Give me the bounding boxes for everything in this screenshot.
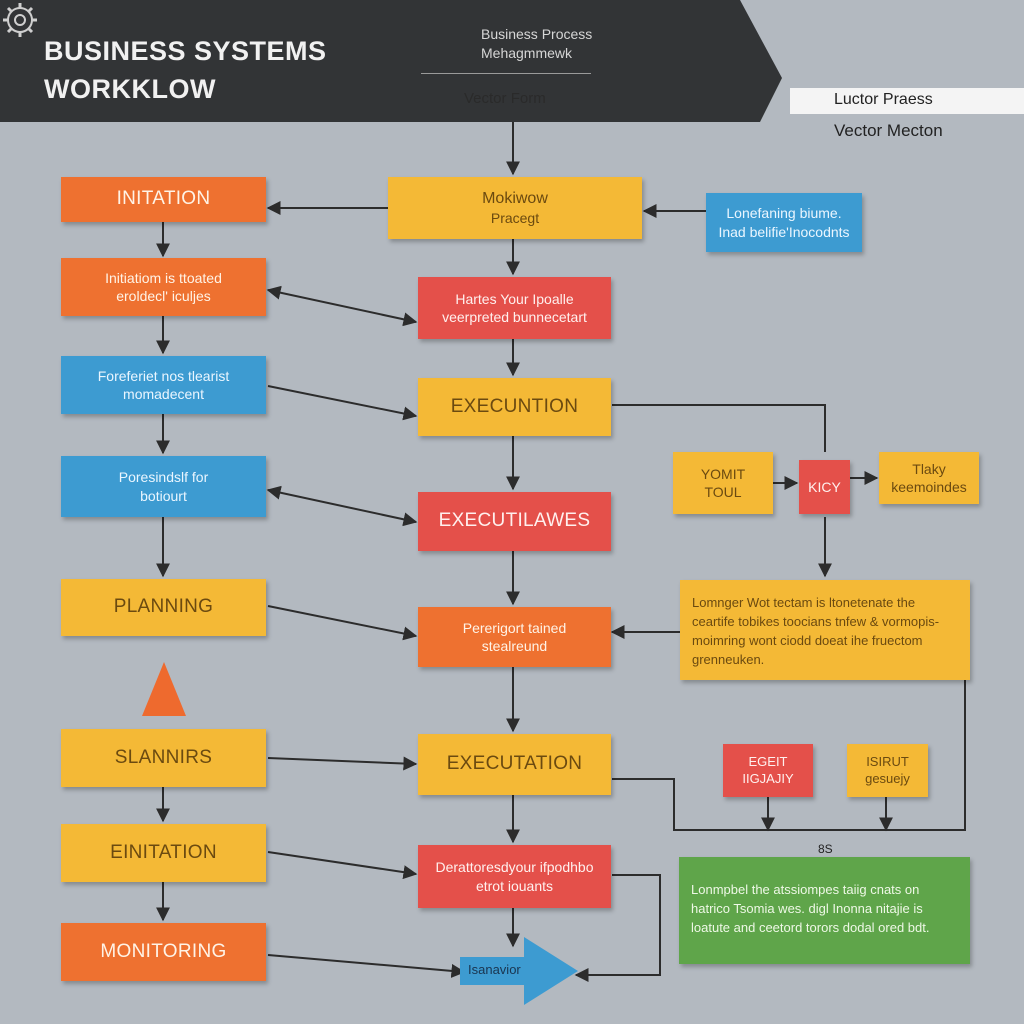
header-banner: BUSINESS SYSTEMS WORKKLOW Business Proce… — [0, 0, 1024, 122]
planning-step[interactable]: PLANNING — [61, 579, 266, 636]
header-subtitle: Vector Form — [464, 90, 546, 107]
monitoring-label: MONITORING — [100, 940, 227, 962]
execution-step-2[interactable]: EXECUTATION — [418, 734, 611, 795]
connector — [266, 285, 418, 327]
page-title: BUSINESS SYSTEMS WORKKLOW — [44, 32, 327, 108]
initiation-label: INITATION — [116, 188, 211, 210]
ribbon-sublabel: Vector Mecton — [834, 121, 943, 140]
kicy-box[interactable]: KICY — [799, 460, 850, 514]
step-number-label: 8S — [818, 842, 833, 856]
kicy-label: KICY — [808, 478, 841, 495]
connector — [267, 954, 466, 978]
notes-text: Lomnger Wot tectam is ltonetenate the ce… — [692, 595, 940, 667]
header-background — [0, 0, 782, 122]
slanners-label: SLANNIRS — [114, 746, 213, 768]
logo-divider — [421, 73, 591, 74]
title-line-2: WORKKLOW — [44, 74, 216, 104]
blue-arrow-icon[interactable] — [460, 937, 580, 1005]
logo-line-1: Business Process — [481, 26, 593, 42]
connector — [612, 680, 966, 831]
notes-box[interactable]: Lomnger Wot tectam is ltonetenate the ce… — [680, 580, 970, 680]
einitation-step[interactable]: EINITATION — [61, 824, 266, 882]
connector — [612, 404, 826, 452]
connector — [267, 385, 418, 421]
header-ribbon — [790, 88, 1024, 114]
gear-logo-icon — [3, 3, 37, 37]
executiawes-step[interactable]: EXECUTILAWES — [418, 492, 611, 551]
execution-label-2: EXECUTATION — [446, 753, 583, 775]
slanners-step[interactable]: SLANNIRS — [61, 729, 266, 787]
einitation-label: EINITATION — [110, 841, 217, 863]
connector — [267, 605, 418, 641]
right-info-text: Lonefaning biume.Inad belifie'Inocodnts — [718, 205, 850, 240]
monitoring-step[interactable]: MONITORING — [61, 923, 266, 981]
logo-text: Business Process Mehagmmewk — [481, 25, 592, 63]
connector — [266, 485, 418, 527]
logo-line-2: Mehagmmewk — [481, 45, 573, 61]
title-line-1: BUSINESS SYSTEMS — [44, 36, 327, 66]
warning-triangle-icon — [142, 662, 186, 716]
initiation-step[interactable]: INITATION — [61, 177, 266, 222]
end-arrow-label: Isanavior — [468, 962, 521, 977]
execution-step-1[interactable]: EXECUNTION — [418, 378, 611, 436]
summary-box[interactable]: Lonmpbel the atssiompes taiig cnats on h… — [679, 857, 970, 964]
connector — [267, 756, 418, 771]
right-info-box[interactable]: Lonefaning biume.Inad belifie'Inocodnts — [706, 193, 862, 252]
executiawes-label: EXECUTILAWES — [438, 510, 591, 532]
connector — [267, 851, 418, 880]
connector — [574, 874, 661, 982]
ribbon-label: Luctor Praess — [834, 91, 933, 108]
execution-label-1: EXECUNTION — [450, 395, 579, 417]
summary-text: Lonmpbel the atssiompes taiig cnats on h… — [691, 882, 930, 935]
planning-label: PLANNING — [113, 596, 214, 618]
